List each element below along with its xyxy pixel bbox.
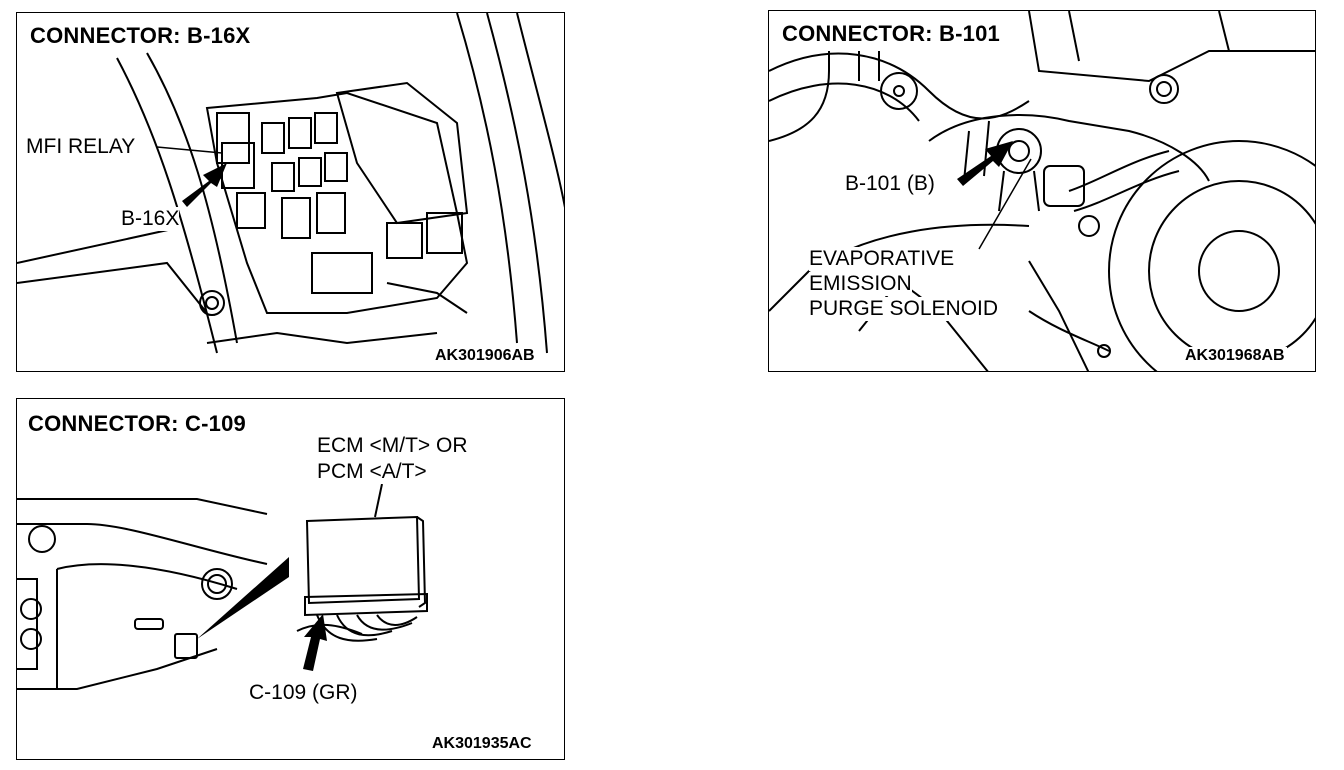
connector-label: B-16X [121, 207, 180, 231]
connector-label: B-101 (B) [845, 172, 935, 196]
part-label-line1: EVAPORATIVE [809, 247, 955, 271]
figure-code: AK301906AB [433, 347, 537, 365]
connector-label: C-109 (GR) [249, 681, 358, 705]
panel-title: CONNECTOR: C-109 [25, 411, 249, 437]
part-label-line2: EMISSION [809, 272, 912, 296]
engine-bay-illustration [769, 11, 1315, 371]
mfi-relay-label: MFI RELAY [26, 135, 138, 159]
figure-code: AK301968AB [1183, 347, 1287, 365]
module-label-line2: PCM <A/T> [317, 460, 427, 484]
connector-b101-panel: CONNECTOR: B-101 B-101 (B) EVAPORATIVE E… [768, 10, 1316, 372]
panel-title: CONNECTOR: B-101 [779, 21, 1003, 47]
relay-box-illustration [17, 13, 564, 354]
panel-title: CONNECTOR: B-16X [27, 23, 254, 49]
connector-c109-panel: CONNECTOR: C-109 ECM <M/T> OR PCM <A/T> … [16, 398, 565, 760]
connector-b16x-panel: CONNECTOR: B-16X MFI RELAY B-16X AK30190… [16, 12, 565, 372]
figure-code: AK301935AC [430, 735, 534, 753]
dashboard-ecm-illustration [17, 483, 428, 690]
module-label-line1: ECM <M/T> OR [317, 434, 468, 458]
part-label-line3: PURGE SOLENOID [809, 297, 999, 321]
